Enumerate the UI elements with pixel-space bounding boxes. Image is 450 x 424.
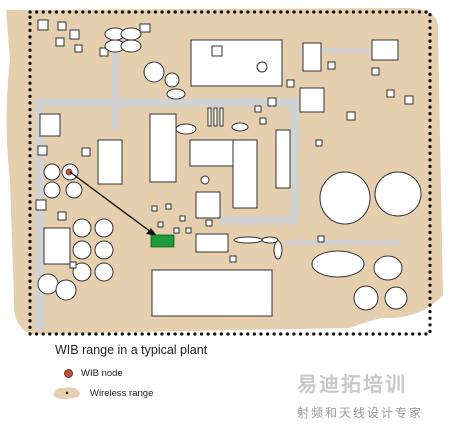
diagram-title: WIB range in a typical plant (55, 343, 208, 357)
road-network (35, 45, 400, 330)
range-blob-icon (53, 387, 80, 399)
arrow-head-icon (146, 228, 157, 236)
wireless-link-arrow-icon (69, 171, 152, 233)
legend-node-label: WIB node (81, 368, 123, 379)
legend-node: WIB node (64, 368, 123, 379)
watermark-sub: 射频和天线设计专家 (297, 406, 424, 420)
legend-range-label: Wireless range (90, 387, 154, 399)
wib-node-icon (65, 168, 73, 176)
wib-gateway (150, 234, 175, 248)
legend-range: Wireless range (52, 386, 153, 400)
node-dot-icon (64, 369, 73, 378)
plant-equipment (35, 19, 422, 317)
plant-boundary (28, 10, 432, 336)
watermark-main: 易迪拓培训 (297, 374, 407, 396)
